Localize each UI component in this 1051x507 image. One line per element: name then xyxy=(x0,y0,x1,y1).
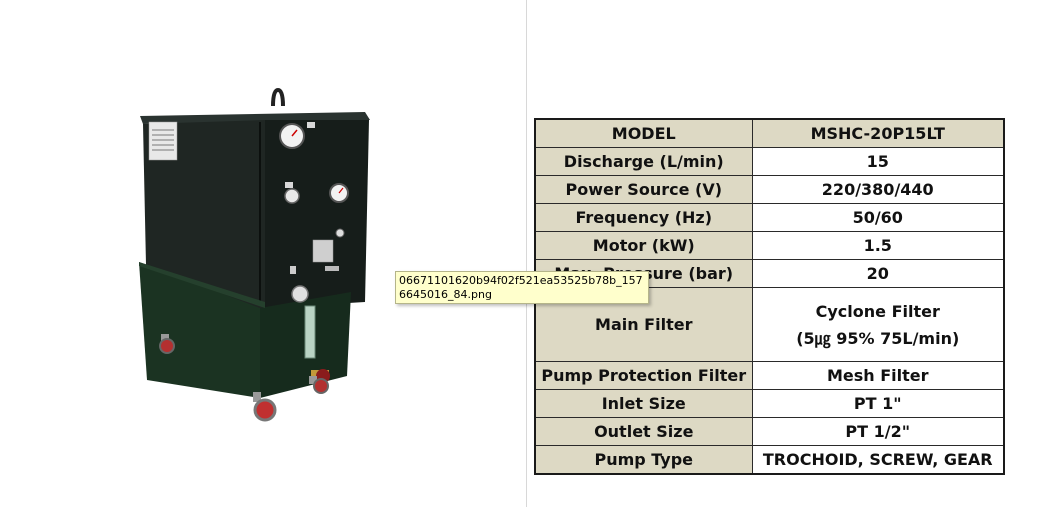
spec-value: 20 xyxy=(751,259,1005,288)
table-row: Motor (kW) 1.5 xyxy=(534,231,1005,260)
spec-value: PT 1" xyxy=(751,389,1005,418)
table-row: Pump Protection Filter Mesh Filter xyxy=(534,361,1005,390)
spec-label: Frequency (Hz) xyxy=(534,203,753,232)
spec-label: Pump Type xyxy=(534,445,753,475)
spec-label: Inlet Size xyxy=(534,389,753,418)
table-row: Discharge (L/min) 15 xyxy=(534,147,1005,176)
table-row: Frequency (Hz) 50/60 xyxy=(534,203,1005,232)
spec-value: MSHC-20P15LT xyxy=(751,118,1005,148)
caster-wheel-icon xyxy=(159,334,175,354)
spec-value-line: (5㎍ 95% 75L/min) xyxy=(796,328,960,348)
lifting-eye-icon xyxy=(271,87,285,107)
spec-value: 15 xyxy=(751,147,1005,176)
table-row: Outlet Size PT 1/2" xyxy=(534,417,1005,446)
pane-divider[interactable] xyxy=(526,0,527,507)
caster-wheel-icon xyxy=(253,392,277,422)
table-row: Power Source (V) 220/380/440 xyxy=(534,175,1005,204)
image-filename-tooltip: 06671101620b94f02f521ea53525b78b_1576645… xyxy=(395,271,649,304)
table-row: Inlet Size PT 1" xyxy=(534,389,1005,418)
product-image[interactable] xyxy=(125,80,385,430)
spec-label-sticker xyxy=(148,121,178,161)
spec-value: 1.5 xyxy=(751,231,1005,260)
spec-value: TROCHOID, SCREW, GEAR xyxy=(751,445,1005,475)
caster-wheel-icon xyxy=(309,376,329,394)
spec-value: Cyclone Filter (5㎍ 95% 75L/min) xyxy=(751,287,1005,362)
table-row: Pump Type TROCHOID, SCREW, GEAR xyxy=(534,445,1005,475)
sight-glass-icon xyxy=(304,305,316,359)
spec-table: MODEL MSHC-20P15LT Discharge (L/min) 15 … xyxy=(534,118,1005,475)
spec-label: Outlet Size xyxy=(534,417,753,446)
spec-value: Mesh Filter xyxy=(751,361,1005,390)
spec-value: PT 1/2" xyxy=(751,417,1005,446)
table-row-header: MODEL MSHC-20P15LT xyxy=(534,118,1005,148)
spec-value-line: Cyclone Filter xyxy=(815,301,940,321)
spec-label: Pump Protection Filter xyxy=(534,361,753,390)
spec-value: 220/380/440 xyxy=(751,175,1005,204)
spec-label: Discharge (L/min) xyxy=(534,147,753,176)
spec-value: 50/60 xyxy=(751,203,1005,232)
spec-label: Motor (kW) xyxy=(534,231,753,260)
spec-label: MODEL xyxy=(534,118,753,148)
spec-label: Power Source (V) xyxy=(534,175,753,204)
image-viewer-pane: 06671101620b94f02f521ea53525b78b_1576645… xyxy=(125,80,649,430)
